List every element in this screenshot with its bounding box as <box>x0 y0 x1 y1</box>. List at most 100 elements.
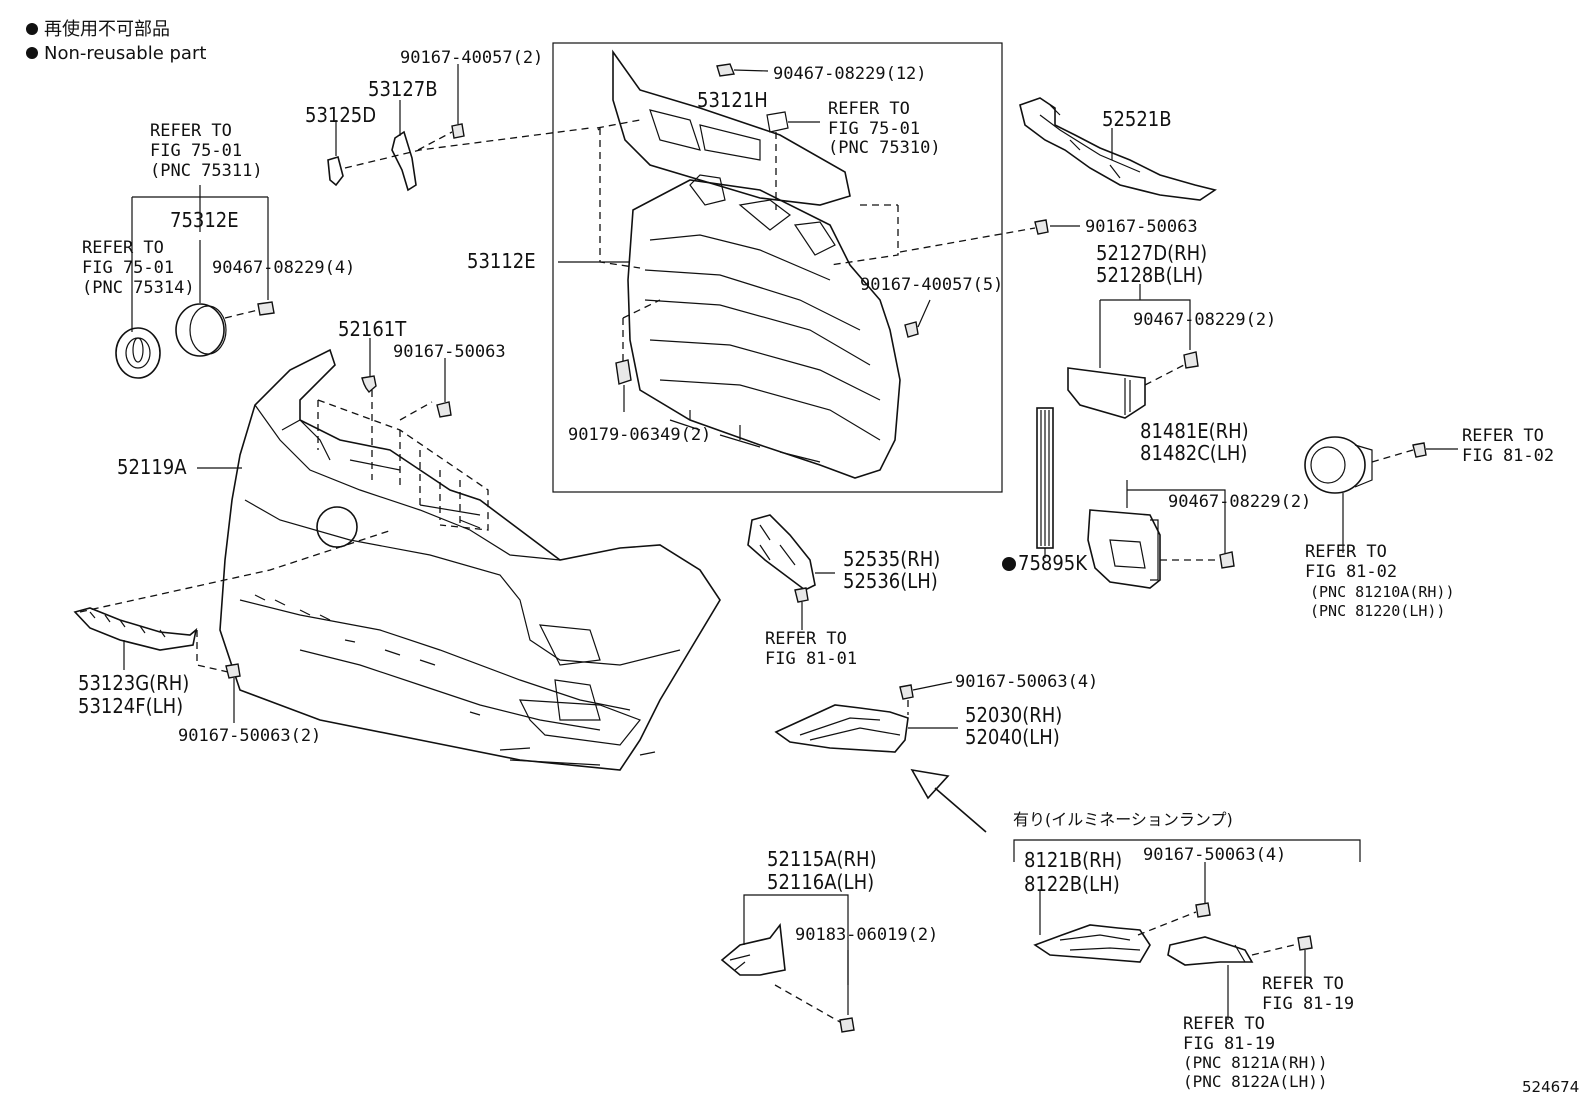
label-fig-81-02: FIG 81-02 <box>1305 562 1397 582</box>
emblem-cover-part <box>766 111 789 133</box>
bumper-molding-part <box>73 607 198 651</box>
label-52536: 52536(LH) <box>843 569 938 593</box>
label-52115a: 52115A(RH) <box>767 847 877 871</box>
label-refer-to: REFER TO <box>828 99 910 119</box>
label-90167-50063: 90167-50063 <box>1085 217 1198 237</box>
label-52127d: 52127D(RH) <box>1096 241 1207 265</box>
clip-part <box>257 301 275 316</box>
label-90183-06019-2: 90183-06019(2) <box>795 925 938 945</box>
bumper-support-part <box>1019 97 1217 201</box>
clip-part <box>1219 551 1235 569</box>
label-pnc-81220: (PNC 81220(LH)) <box>1310 602 1445 620</box>
label-75312e: 75312E <box>170 208 239 232</box>
toyota-emblem-part <box>115 327 161 379</box>
emblem-base-part <box>175 303 225 357</box>
bolt-part <box>451 123 465 139</box>
grille-mesh-lines <box>644 234 881 441</box>
labels: 90167-40057(2) 53127B 53125D REFER TO FI… <box>78 48 1579 1096</box>
label-52521b: 52521B <box>1102 107 1172 131</box>
bolt-part <box>1412 442 1427 458</box>
grille-upper-brackets <box>689 174 836 256</box>
fog-lamp-part <box>1304 436 1366 494</box>
bolt-part <box>225 663 241 679</box>
non-reusable-bullet-icon <box>1002 557 1016 571</box>
bolt-part <box>1034 219 1049 235</box>
label-81482c: 81482C(LH) <box>1140 441 1247 465</box>
label-52128b: 52128B(LH) <box>1096 263 1203 287</box>
label-90167-50063-2: 90167-50063(2) <box>178 726 321 746</box>
label-fig-81-02: FIG 81-02 <box>1462 446 1554 466</box>
front-bumper-cover-part <box>219 348 721 771</box>
bracket-53125d-part <box>327 155 344 187</box>
bolt-part <box>436 401 452 418</box>
radiator-grille-part <box>627 179 901 479</box>
bolt-part <box>1297 935 1313 951</box>
label-fig-75-01: FIG 75-01 <box>150 141 242 161</box>
label-53121h: 53121H <box>697 88 768 112</box>
label-90467-08229-2: 90467-08229(2) <box>1168 492 1311 512</box>
label-52119a: 52119A <box>117 455 187 479</box>
label-53125d: 53125D <box>305 103 376 127</box>
bumper-cover-52127d-part <box>1067 367 1146 419</box>
label-pnc-81210a: (PNC 81210A(RH)) <box>1310 583 1455 601</box>
clip-part <box>1183 351 1199 369</box>
non-reusable-bullet-icon <box>26 47 38 59</box>
label-90467-08229-2: 90467-08229(2) <box>1133 310 1276 330</box>
label-90167-40057-5: 90167-40057(5) <box>860 275 1003 295</box>
grille-group-frame <box>552 42 1003 493</box>
label-pnc-75310: (PNC 75310) <box>828 138 941 158</box>
illumination-lamp-bezel-part <box>1033 924 1151 963</box>
label-53123g: 53123G(RH) <box>78 671 189 695</box>
legend: 再使用不可部品 Non-reusable part <box>26 19 206 64</box>
legend-en: Non-reusable part <box>44 43 206 64</box>
label-8121b: 8121B(RH) <box>1024 848 1122 872</box>
label-52535: 52535(RH) <box>843 547 940 571</box>
arrow-head-icon <box>910 768 950 800</box>
fog-lamp-bezel-part <box>1087 509 1161 589</box>
label-53124f: 53124F(LH) <box>78 694 183 718</box>
label-52116a: 52116A(LH) <box>767 870 874 894</box>
label-90467-08229-4: 90467-08229(4) <box>212 258 355 278</box>
label-refer-to: REFER TO <box>765 629 847 649</box>
clip-part <box>839 1017 855 1033</box>
bracket-52115a-part <box>720 922 786 976</box>
label-90179-06349-2: 90179-06349(2) <box>568 425 711 445</box>
label-fig-81-01: FIG 81-01 <box>765 649 857 669</box>
label-53127b: 53127B <box>368 77 438 101</box>
bracket-53127b-part <box>391 130 417 192</box>
label-refer-to: REFER TO <box>150 121 232 141</box>
legend-jp: 再使用不可部品 <box>44 19 170 40</box>
label-fig-75-01: FIG 75-01 <box>82 258 174 278</box>
clip-part <box>716 63 735 77</box>
label-90167-50063: 90167-50063 <box>393 342 506 362</box>
label-52030: 52030(RH) <box>965 703 1062 727</box>
emblem-mount <box>316 506 358 548</box>
label-90167-50063-4: 90167-50063(4) <box>955 672 1098 692</box>
label-refer-to: REFER TO <box>1305 542 1387 562</box>
bolt-part <box>899 684 914 700</box>
view-direction-arrow <box>934 787 987 833</box>
clip-part <box>615 359 632 385</box>
label-illumination-lamp: 有り(イルミネーションランプ) <box>1013 810 1233 829</box>
label-pnc-8121a: (PNC 8121A(RH)) <box>1183 1053 1328 1072</box>
label-52040: 52040(LH) <box>965 725 1060 749</box>
label-fig-81-19: FIG 81-19 <box>1183 1034 1275 1054</box>
bumper-bracket-52535-part <box>747 514 816 591</box>
label-refer-to: REFER TO <box>1183 1014 1265 1034</box>
label-refer-to: REFER TO <box>1262 974 1344 994</box>
label-90167-40057-2: 90167-40057(2) <box>400 48 543 68</box>
illumination-lamp-part <box>1167 936 1254 966</box>
label-pnc-75314: (PNC 75314) <box>82 278 195 298</box>
label-fig-81-19: FIG 81-19 <box>1262 994 1354 1014</box>
label-fig-75-01: FIG 75-01 <box>828 119 920 139</box>
label-90167-50063-4: 90167-50063(4) <box>1143 845 1286 865</box>
non-reusable-bullet-icon <box>26 23 38 35</box>
label-8122b: 8122B(LH) <box>1024 872 1120 896</box>
label-pnc-75311: (PNC 75311) <box>150 161 263 181</box>
label-75895k: 75895K <box>1018 551 1088 575</box>
fog-lamp-opening <box>518 624 641 746</box>
label-refer-to: REFER TO <box>82 238 164 258</box>
bolt-part <box>794 587 809 603</box>
